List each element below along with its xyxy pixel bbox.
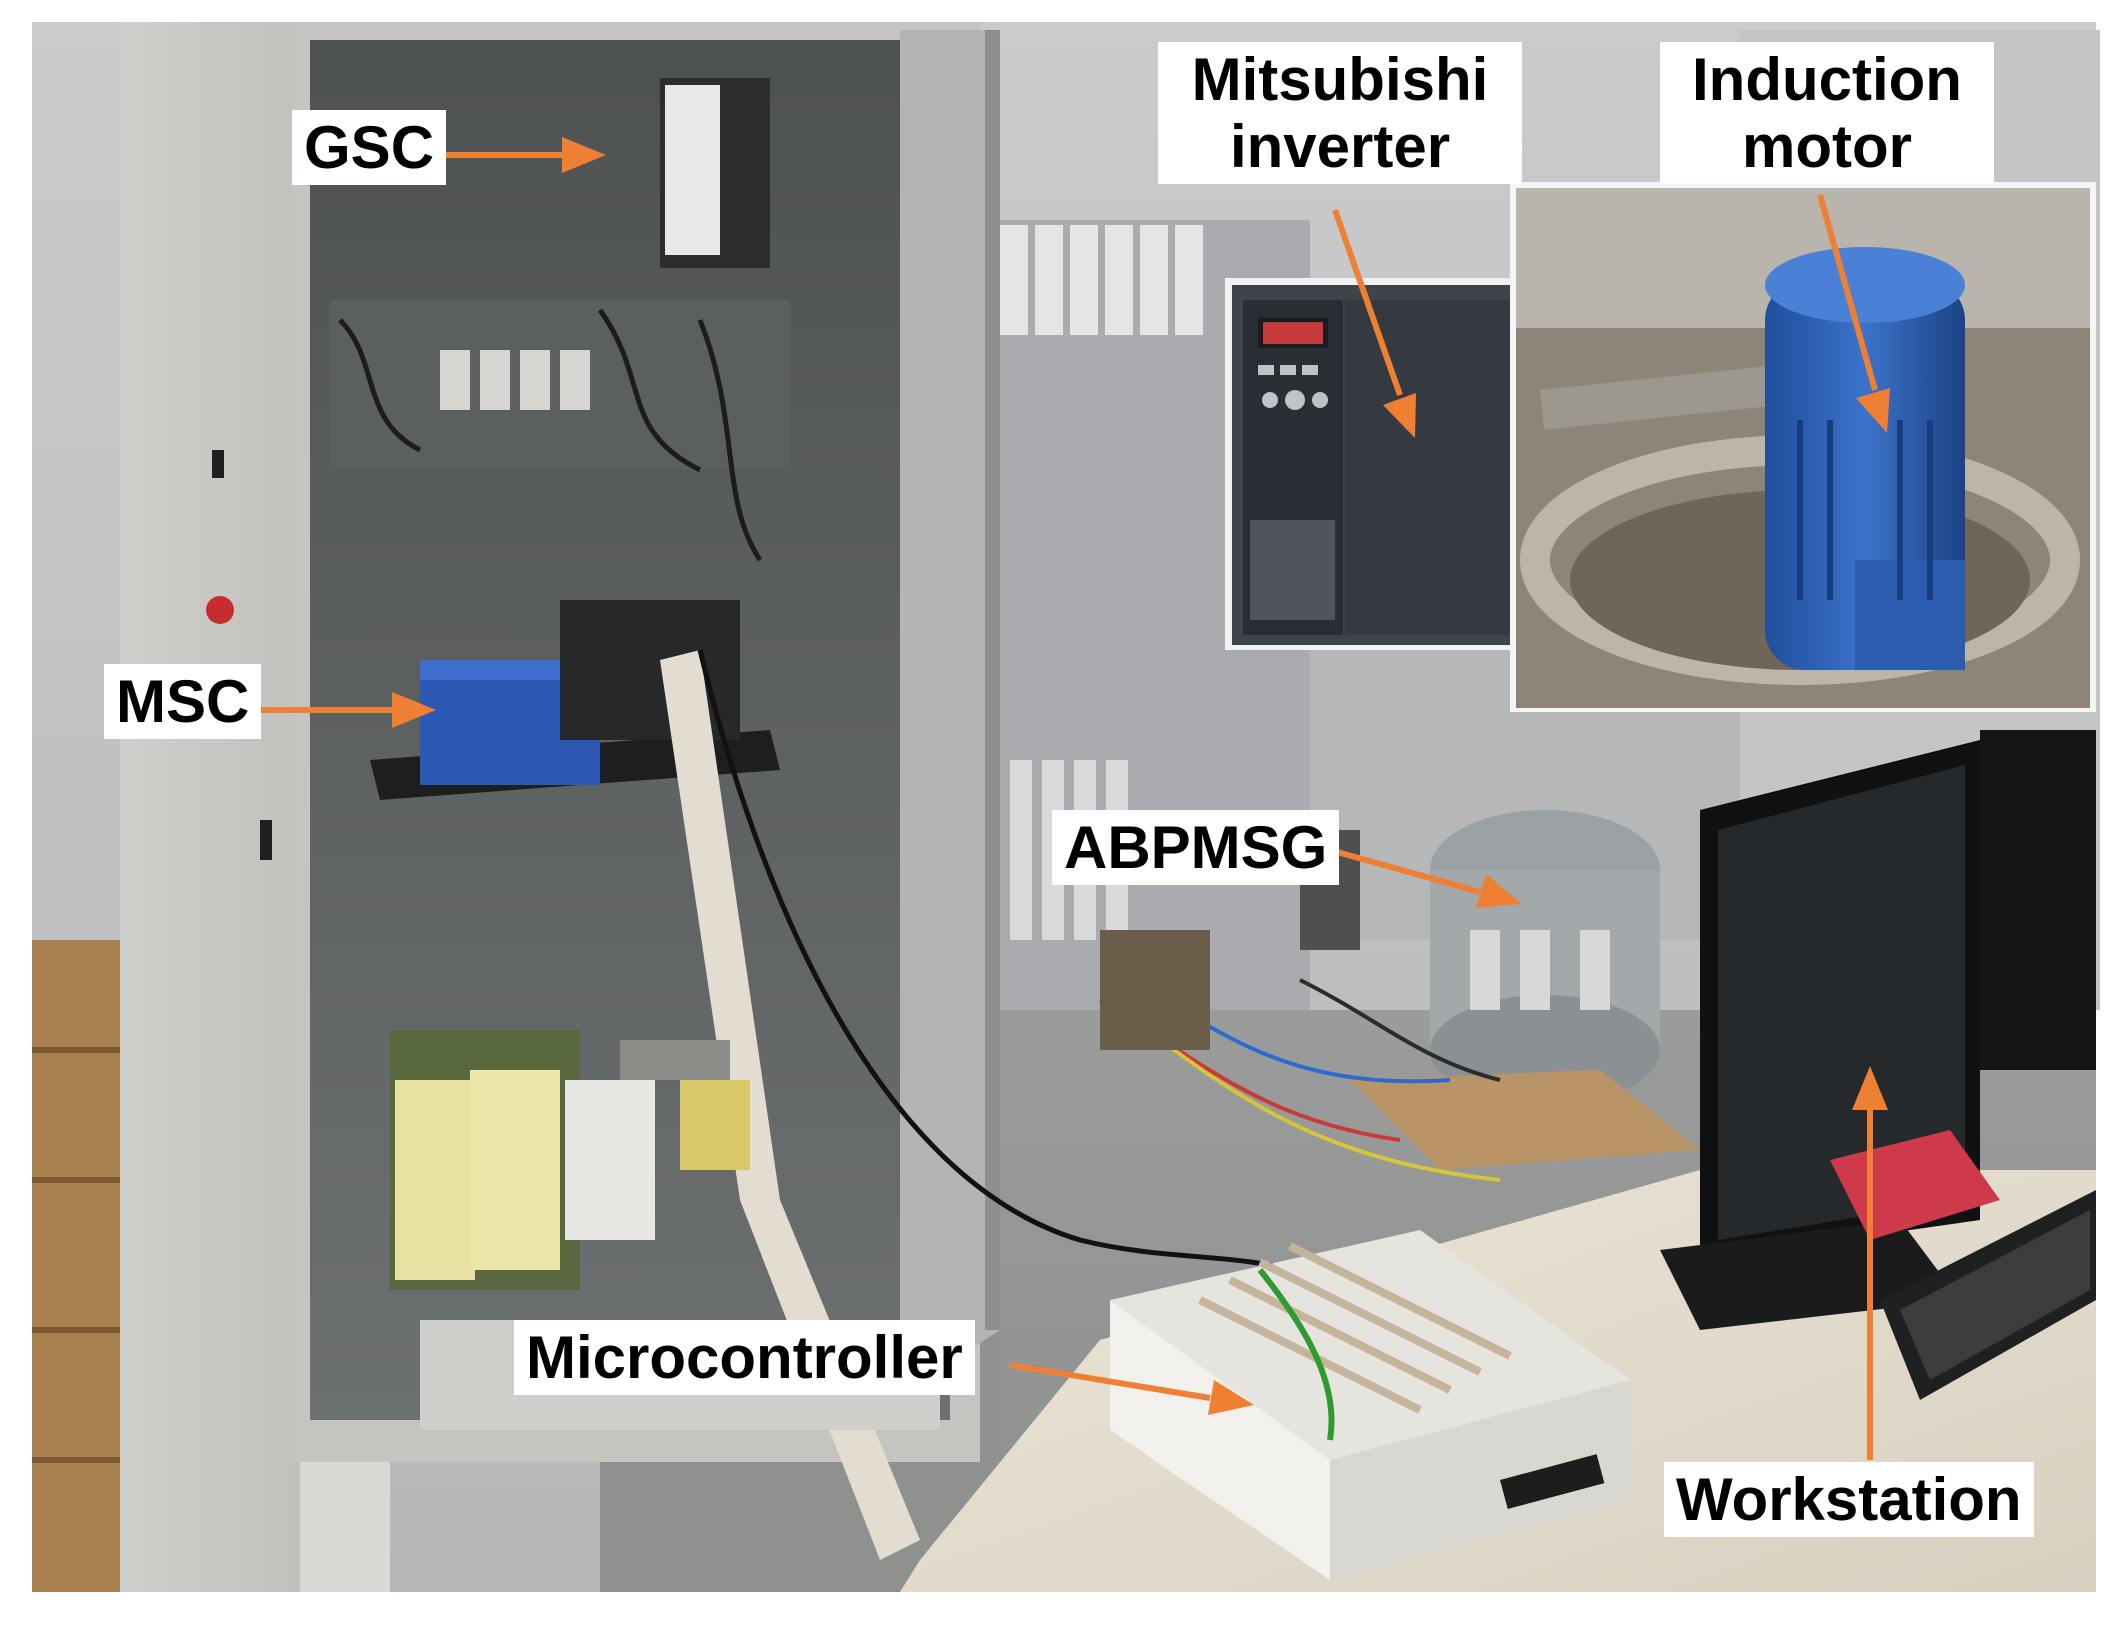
microcontroller-label-text: Microcontroller [526,1324,963,1391]
gsc-label: GSC [292,110,447,186]
mitsubishi-label-line2: inverter [1229,113,1451,181]
abpmsg-label-text: ABPMSG [1064,814,1328,881]
microcontroller-label: Microcontroller [514,1320,975,1396]
induction-motor-label: Induction motor [1660,42,1994,185]
workstation-label: Workstation [1664,1462,2034,1538]
mitsubishi-label-line1: Mitsubishi [1191,46,1489,113]
induction-label-line1: Induction [1692,46,1962,113]
workstation-label-text: Workstation [1676,1466,2022,1533]
annotation-arrows [250,137,1890,1460]
abpmsg-label: ABPMSG [1052,810,1340,886]
induction-label-line2: motor [1742,113,1912,181]
msc-label-text: MSC [116,668,250,735]
mitsubishi-inverter-label: Mitsubishi inverter [1158,42,1522,185]
msc-label: MSC [104,664,262,740]
gsc-label-text: GSC [304,114,435,181]
